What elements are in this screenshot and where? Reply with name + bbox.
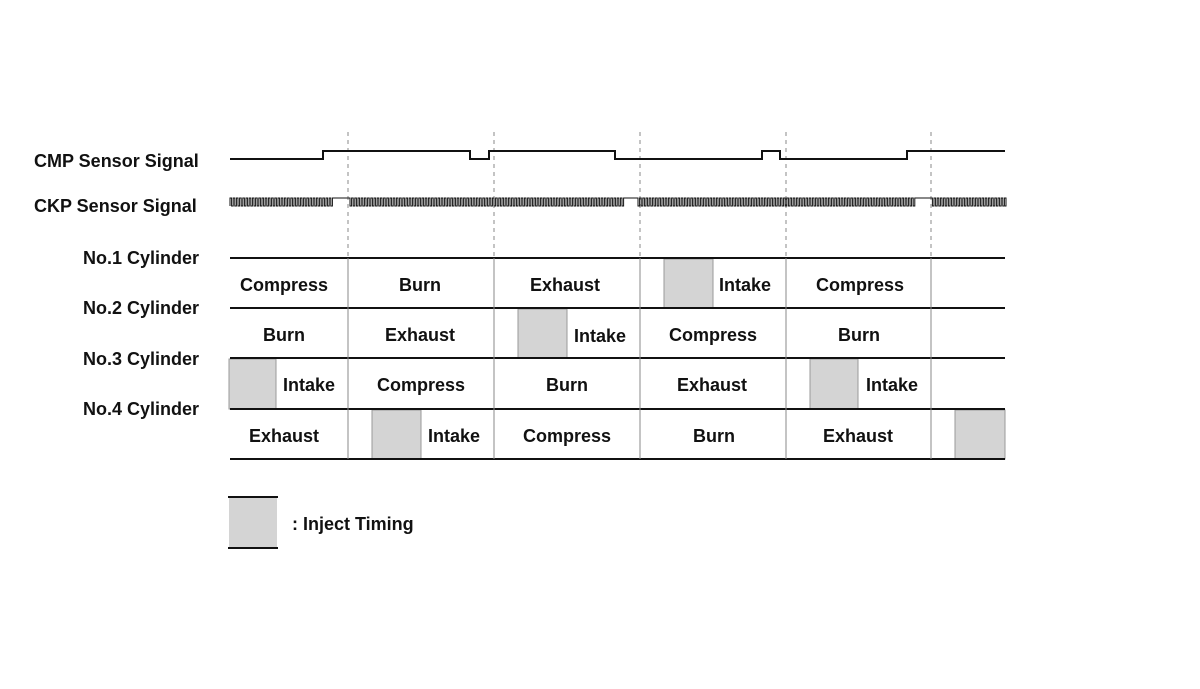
phase-cell: Burn <box>838 325 880 345</box>
phase-cell: Exhaust <box>823 426 893 446</box>
phase-cell: Compress <box>669 325 757 345</box>
phase-cell: Burn <box>693 426 735 446</box>
phase-cell: Burn <box>546 375 588 395</box>
inject-timing-box <box>228 358 277 410</box>
cylinder-4-row: Exhaust Intake Compress Burn Exhaust <box>249 426 893 446</box>
cylinder-2-label: No.2 Cylinder <box>83 298 199 318</box>
inject-timing-box <box>371 409 422 460</box>
phase-cell: Exhaust <box>249 426 319 446</box>
cylinder-1-label: No.1 Cylinder <box>83 248 199 268</box>
cylinder-2-row: Burn Exhaust Intake Compress Burn <box>263 325 880 346</box>
ckp-signal-label: CKP Sensor Signal <box>34 196 197 216</box>
phase-cell: Compress <box>377 375 465 395</box>
grid-lines <box>230 257 1005 460</box>
inject-timing-box <box>954 409 1006 460</box>
phase-cell: Compress <box>523 426 611 446</box>
cylinder-3-label: No.3 Cylinder <box>83 349 199 369</box>
cylinder-1-row: Compress Burn Exhaust Intake Compress <box>240 275 904 295</box>
phase-cell: Compress <box>816 275 904 295</box>
inject-legend-swatch <box>229 497 277 548</box>
dashed-dividers <box>347 132 932 258</box>
phase-cell: Intake <box>574 326 626 346</box>
phase-cell: Compress <box>240 275 328 295</box>
inject-timing-box <box>809 358 859 410</box>
phase-cell: Exhaust <box>385 325 455 345</box>
phase-cell: Intake <box>866 375 918 395</box>
phase-cell: Exhaust <box>677 375 747 395</box>
phase-cell: Intake <box>283 375 335 395</box>
phase-cell: Burn <box>263 325 305 345</box>
cylinder-4-label: No.4 Cylinder <box>83 399 199 419</box>
inject-legend-label: : Inject Timing <box>292 514 414 534</box>
ckp-waveform <box>229 197 1007 207</box>
cmp-signal-label: CMP Sensor Signal <box>34 151 199 171</box>
phase-cell: Exhaust <box>530 275 600 295</box>
legend: : Inject Timing <box>228 496 414 549</box>
phase-cell: Burn <box>399 275 441 295</box>
inject-timing-box <box>663 258 714 309</box>
phase-cell: Intake <box>428 426 480 446</box>
inject-timing-box <box>517 308 568 359</box>
phase-cell: Intake <box>719 275 771 295</box>
stroke-grid: Compress Burn Exhaust Intake Compress Bu… <box>228 257 1006 460</box>
cylinder-3-row: Intake Compress Burn Exhaust Intake <box>283 375 918 395</box>
cmp-waveform <box>230 150 1005 160</box>
